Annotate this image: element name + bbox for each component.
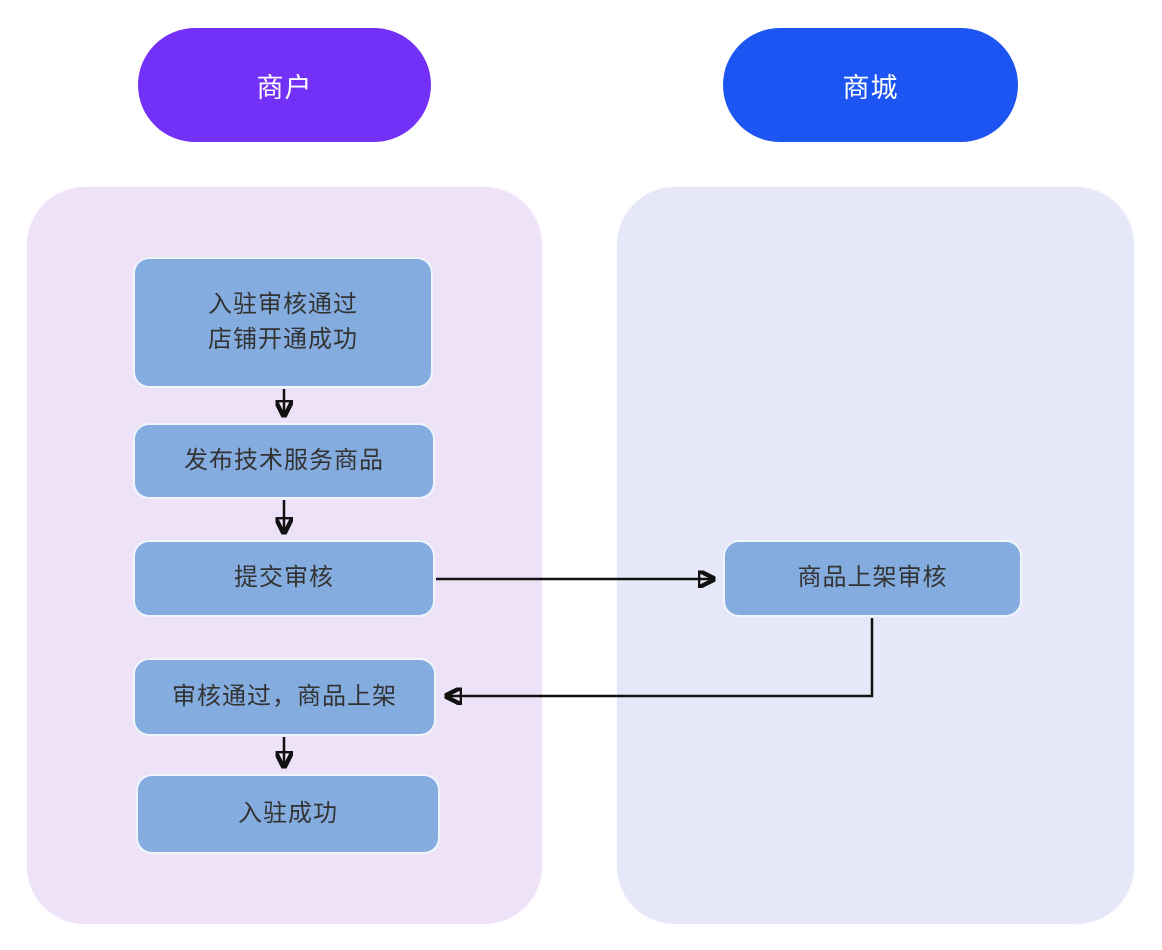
lane-header-merchant: 商户 xyxy=(138,28,431,142)
node-entry-approved-shop-opened-label: 入驻审核通过 店铺开通成功 xyxy=(208,290,358,353)
node-entry-success-label: 入驻成功 xyxy=(238,799,338,827)
lane-header-mall-label: 商城 xyxy=(842,72,899,103)
node-submit-review: 提交审核 xyxy=(133,540,435,617)
lane-header-merchant-label: 商户 xyxy=(256,72,313,103)
lane-header-mall: 商城 xyxy=(723,28,1018,142)
node-publish-tech-service-product: 发布技术服务商品 xyxy=(133,423,435,499)
node-review-passed-product-listed-label: 审核通过，商品上架 xyxy=(172,682,397,710)
node-publish-tech-service-product-label: 发布技术服务商品 xyxy=(184,446,384,474)
node-entry-approved-shop-opened: 入驻审核通过 店铺开通成功 xyxy=(133,257,433,388)
node-entry-success: 入驻成功 xyxy=(136,774,440,854)
node-submit-review-label: 提交审核 xyxy=(234,564,334,592)
node-product-listing-review: 商品上架审核 xyxy=(723,540,1022,617)
node-review-passed-product-listed: 审核通过，商品上架 xyxy=(133,658,436,736)
node-product-listing-review-label: 商品上架审核 xyxy=(797,564,948,592)
